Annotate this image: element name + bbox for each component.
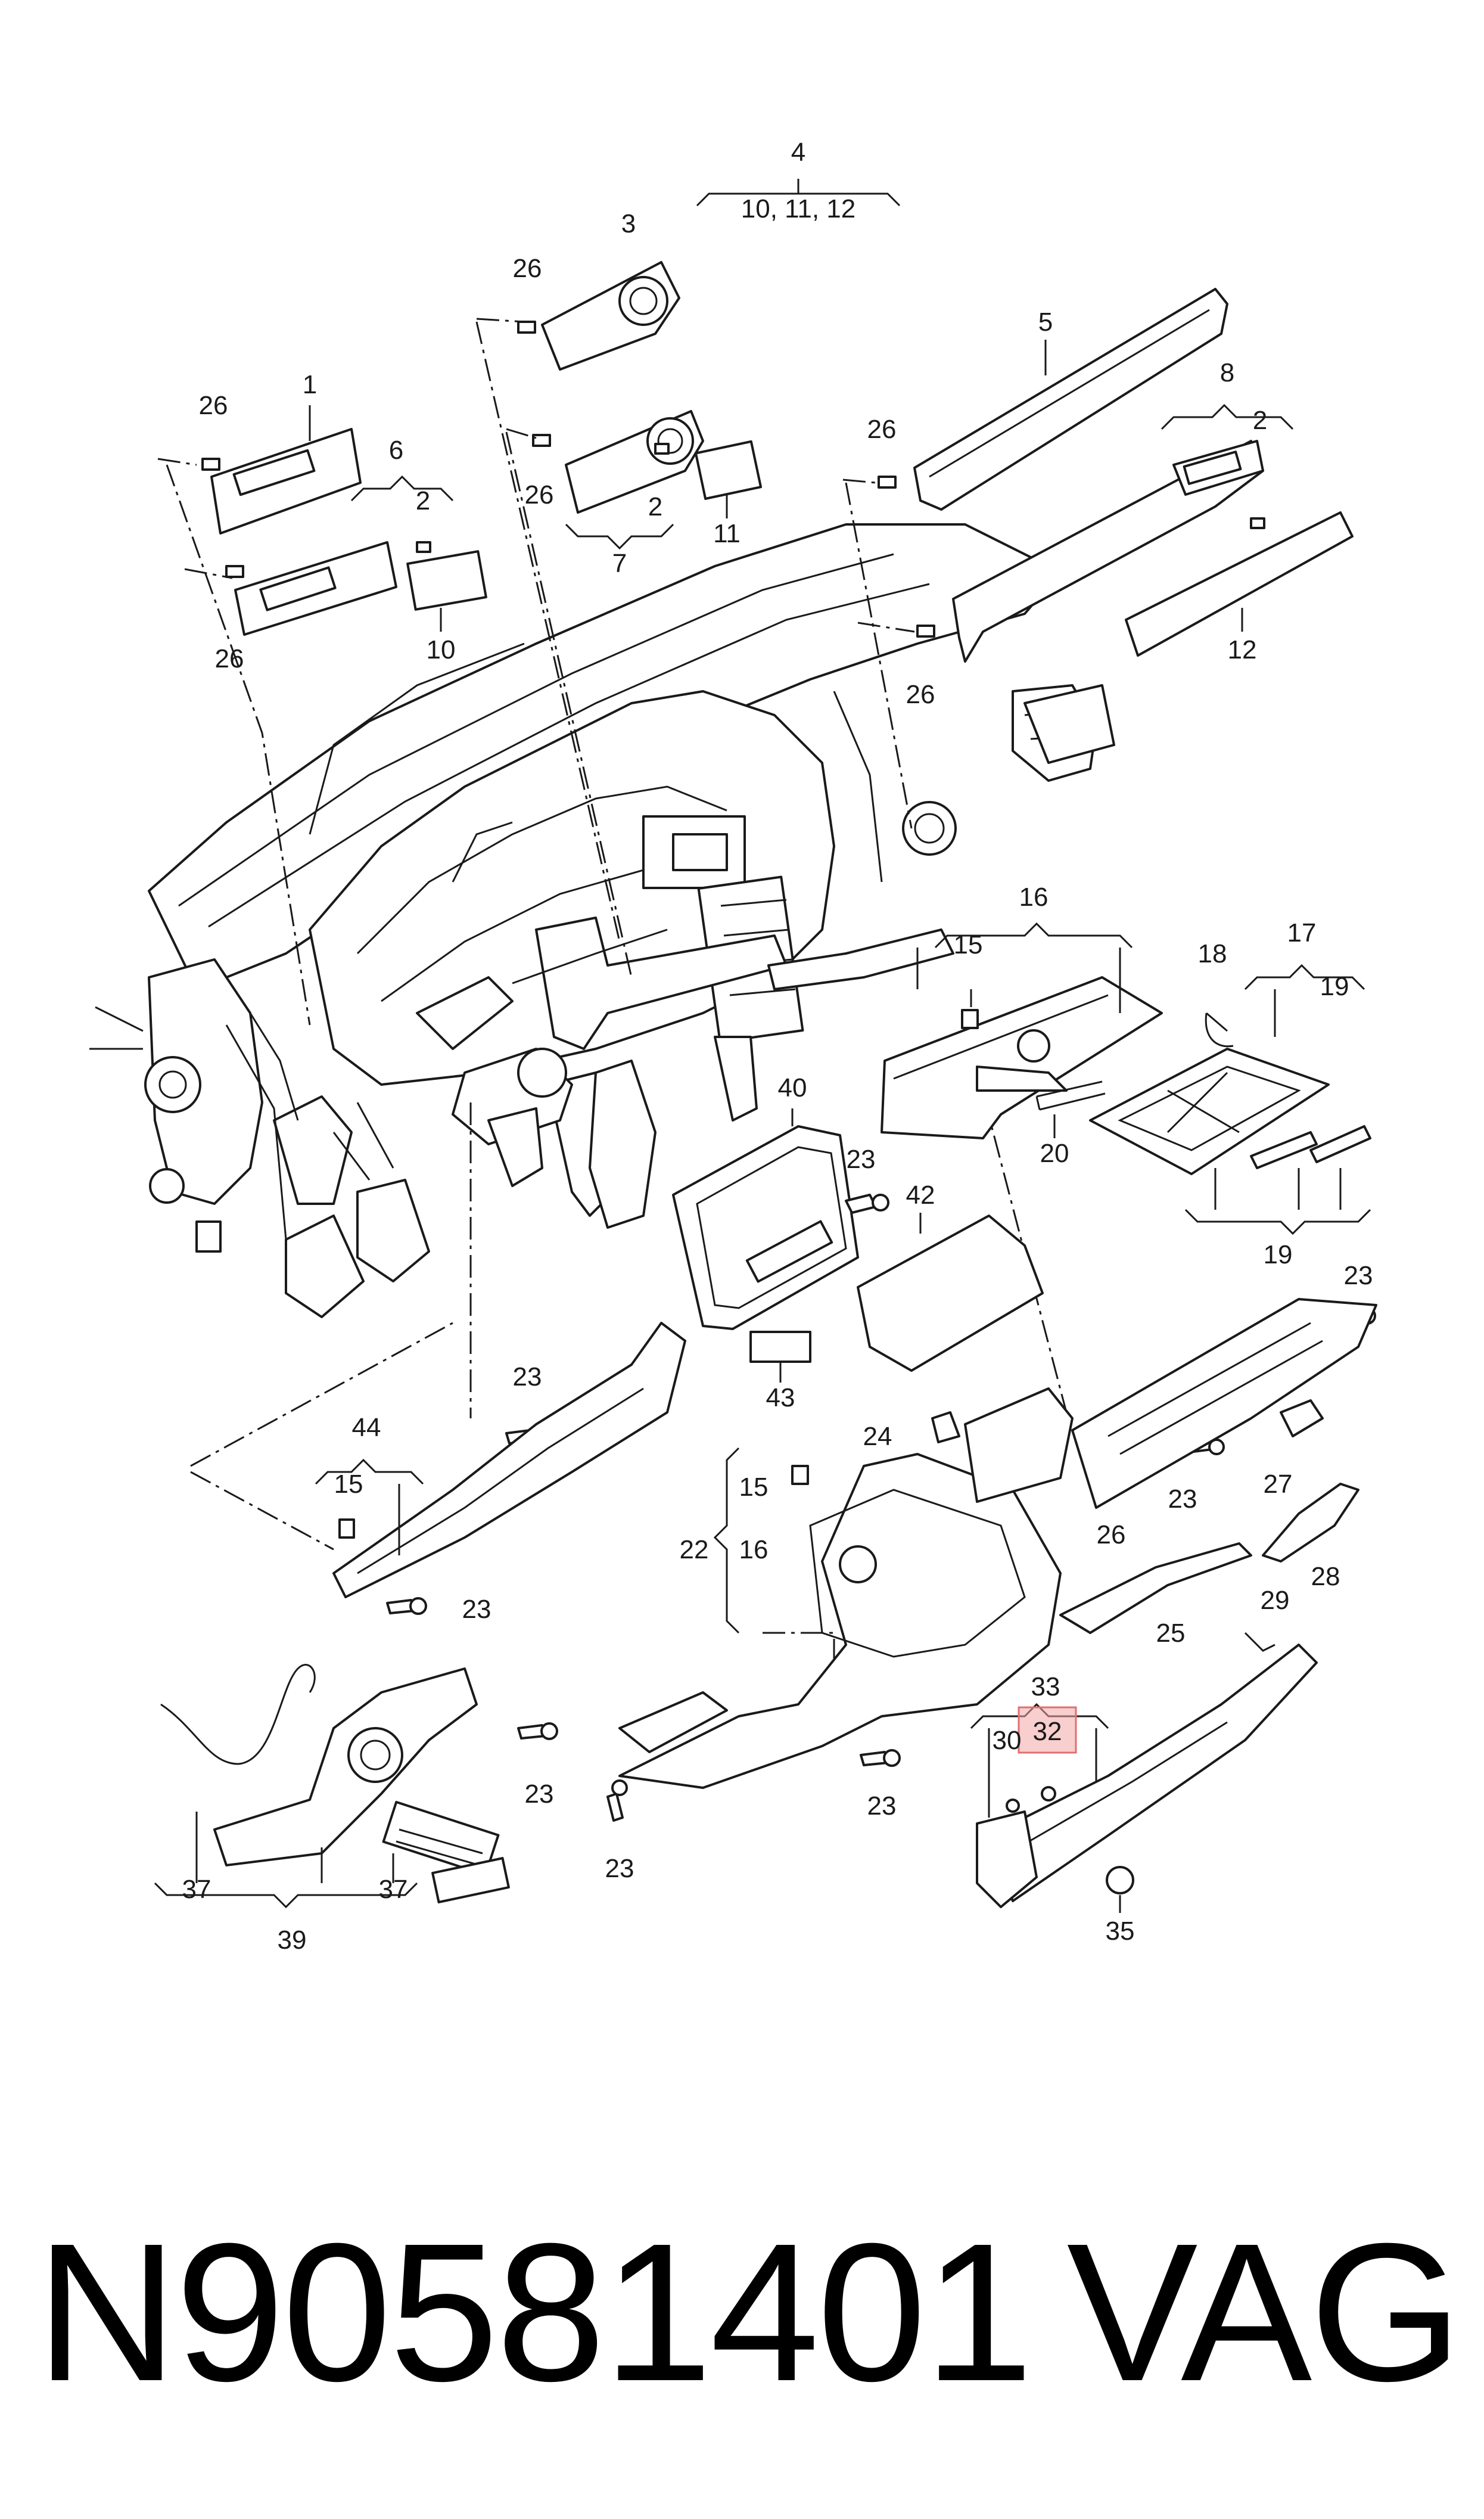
- pedal-assembly: [89, 958, 430, 1318]
- steering-column: [416, 928, 668, 1229]
- glovebox-upper: [1071, 1298, 1377, 1509]
- callout-label: 10, 11, 12: [741, 194, 855, 223]
- callout-label: 30: [993, 1726, 1022, 1755]
- exploded-parts-diagram: 4 10, 11, 12 3 26 26 1 6 2 26 7 2 11 10 …: [89, 138, 1377, 1955]
- part-11-cover: [694, 440, 763, 500]
- callout-label: 5: [1038, 308, 1053, 337]
- callout-label: 23: [847, 1145, 876, 1174]
- caption-bar: N90581401 VAG: [0, 2193, 1484, 2431]
- brand-text: VAG: [1066, 2202, 1463, 2422]
- part-24-clip: [931, 1411, 960, 1443]
- part-number-text: N90581401: [36, 2202, 1034, 2422]
- callout-label: 10: [427, 635, 456, 664]
- callout-label: 8: [1220, 358, 1234, 387]
- callout-label: 42: [906, 1181, 935, 1210]
- callout-label: 4: [791, 138, 805, 167]
- group-brackets: [154, 179, 1371, 1909]
- callout-label: 35: [1106, 1917, 1135, 1946]
- part-43-connector: [749, 1331, 811, 1363]
- callout-label: 16: [739, 1535, 769, 1564]
- part-40-display-frame: [672, 1125, 859, 1330]
- callout-label: 15: [334, 1470, 363, 1499]
- callout-label: 23: [513, 1362, 542, 1391]
- callout-label: 23: [867, 1791, 897, 1821]
- callout-label: 24: [863, 1422, 892, 1451]
- reference-lines: [157, 318, 1068, 1710]
- callout-label: 26: [867, 415, 897, 444]
- part-12-trim-strip: [1125, 511, 1354, 657]
- part-44-knee-trim: [332, 1322, 686, 1598]
- callout-label: 23: [1168, 1484, 1197, 1514]
- part-16-glovebox-housing: [881, 976, 1163, 1139]
- callout-label: 7: [612, 549, 627, 578]
- callout-label: 26: [513, 254, 542, 283]
- callout-label: 19: [1264, 1240, 1293, 1269]
- callout-label: 19: [1320, 972, 1349, 1001]
- callout-label: 15: [739, 1473, 769, 1502]
- callout-label: 12: [1228, 635, 1257, 664]
- part-18-clip: [1205, 1012, 1234, 1048]
- callout-label: 37: [379, 1875, 408, 1904]
- part-42-display-unit: [857, 1215, 1044, 1372]
- part-35-lock: [1106, 1866, 1134, 1894]
- callout-label: 23: [1344, 1261, 1373, 1290]
- callout-label: 22: [680, 1535, 709, 1564]
- part-33-glovebox-lid: [988, 1644, 1318, 1902]
- callout-label: 27: [1264, 1470, 1293, 1499]
- part-5-trim-strip: [913, 288, 1228, 511]
- callout-label: 39: [278, 1925, 307, 1955]
- callout-label-highlighted: 32: [1033, 1717, 1062, 1746]
- callout-label: 25: [1156, 1619, 1186, 1648]
- callout-label: 2: [1253, 406, 1267, 435]
- callout-label: 11: [713, 519, 741, 548]
- callout-label: 33: [1031, 1672, 1060, 1701]
- callout-label: 29: [1261, 1586, 1290, 1615]
- callout-label: 40: [778, 1073, 807, 1102]
- callout-label: 1: [303, 370, 317, 399]
- callout-label: 43: [766, 1383, 795, 1412]
- callout-label: 23: [525, 1779, 554, 1809]
- callout-label: 20: [1040, 1139, 1069, 1168]
- callout-label: 26: [199, 391, 228, 420]
- part-29-pin: [1244, 1632, 1275, 1652]
- callout-label: 44: [352, 1413, 381, 1442]
- part-17-tray: [1089, 1048, 1330, 1175]
- callout-label: 23: [462, 1595, 491, 1624]
- callout-labels: 4 10, 11, 12 3 26 26 1 6 2 26 7 2 11 10 …: [182, 138, 1373, 1955]
- highlighted-part-box: [1018, 1706, 1077, 1754]
- callout-label: 26: [215, 644, 244, 673]
- callout-label: 23: [605, 1854, 634, 1883]
- part-10-cover: [406, 550, 487, 611]
- part-27-latch: [1280, 1399, 1324, 1437]
- callout-label: 15: [954, 930, 983, 959]
- callout-label: 26: [1097, 1520, 1126, 1549]
- dashboard-panel: [148, 523, 1097, 1217]
- callout-label: 6: [389, 436, 403, 465]
- part-25-strip: [1059, 1542, 1252, 1634]
- callout-label: 26: [906, 680, 935, 709]
- part-28-trim: [1262, 1483, 1359, 1563]
- part-39-lower-panel: [213, 1667, 478, 1866]
- callout-label: 3: [621, 209, 636, 238]
- callout-label: 26: [525, 480, 554, 510]
- part-20-rod: [1035, 1080, 1106, 1111]
- callout-label: 2: [416, 486, 430, 515]
- callout-label: 28: [1311, 1562, 1340, 1591]
- callout-label: 18: [1198, 939, 1227, 968]
- callout-label: 2: [648, 492, 662, 521]
- callout-label: 16: [1019, 883, 1049, 912]
- callout-label: 37: [182, 1875, 211, 1904]
- callout-label: 17: [1287, 918, 1317, 948]
